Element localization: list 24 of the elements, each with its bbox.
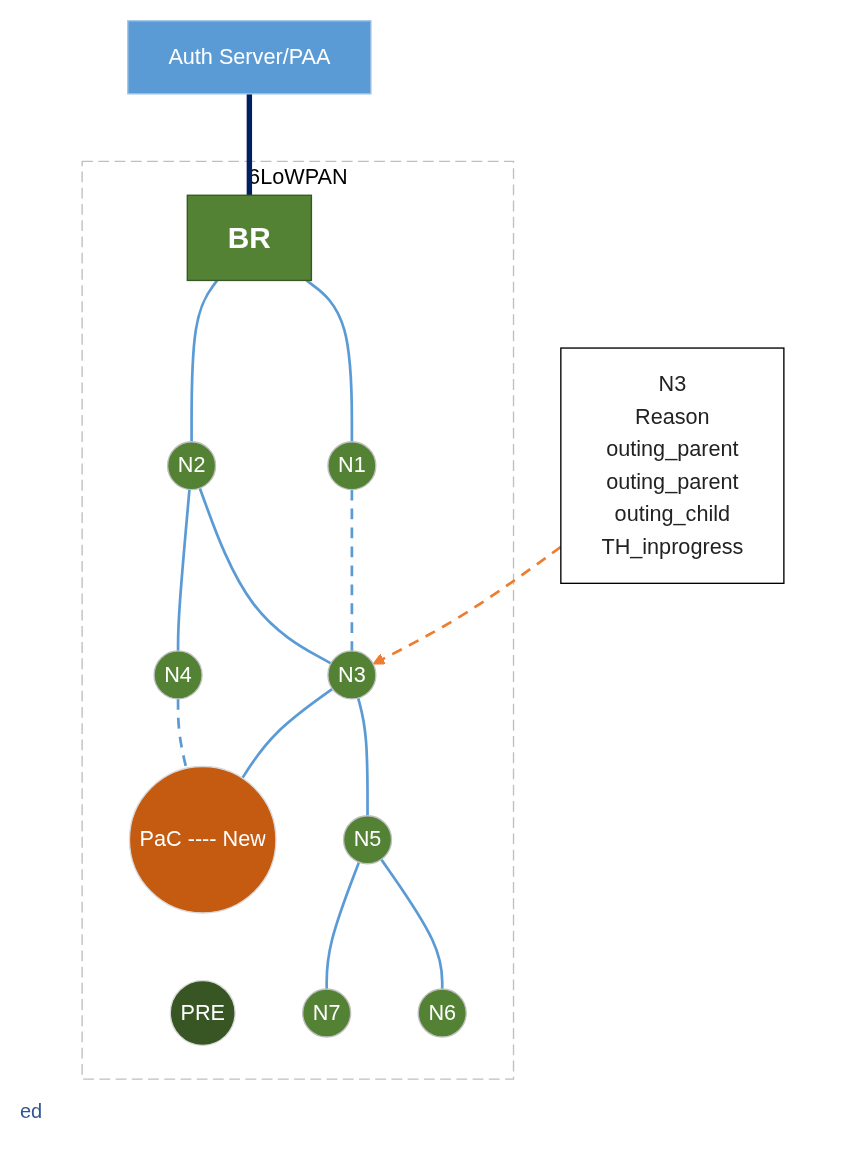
node-circle: N3 xyxy=(327,650,377,700)
connector xyxy=(305,279,354,442)
connector xyxy=(356,697,369,816)
node-circle: N1 xyxy=(327,441,377,491)
connector xyxy=(246,93,253,196)
note-text: ed xyxy=(20,1100,44,1123)
connector xyxy=(380,858,444,989)
node-circle: N5 xyxy=(342,815,393,865)
node-box: N3 Reason outing_parent outing_parent outing_child TH_inprogress xyxy=(560,347,785,584)
node-circle: N4 xyxy=(153,650,203,700)
connector xyxy=(176,489,191,651)
node-circle: N6 xyxy=(417,988,467,1038)
connector xyxy=(325,861,361,989)
node-circle: PaC ---- New xyxy=(128,765,277,914)
connector xyxy=(241,687,334,779)
connector xyxy=(190,279,219,442)
node-circle: N7 xyxy=(302,988,352,1038)
connector xyxy=(198,487,332,665)
connector xyxy=(350,489,354,651)
node-circle: N2 xyxy=(166,441,217,491)
connector xyxy=(176,698,188,769)
node-circle: PRE xyxy=(169,979,236,1047)
node-box: Auth Server/PAA xyxy=(127,20,372,95)
node-box: BR xyxy=(186,194,313,282)
